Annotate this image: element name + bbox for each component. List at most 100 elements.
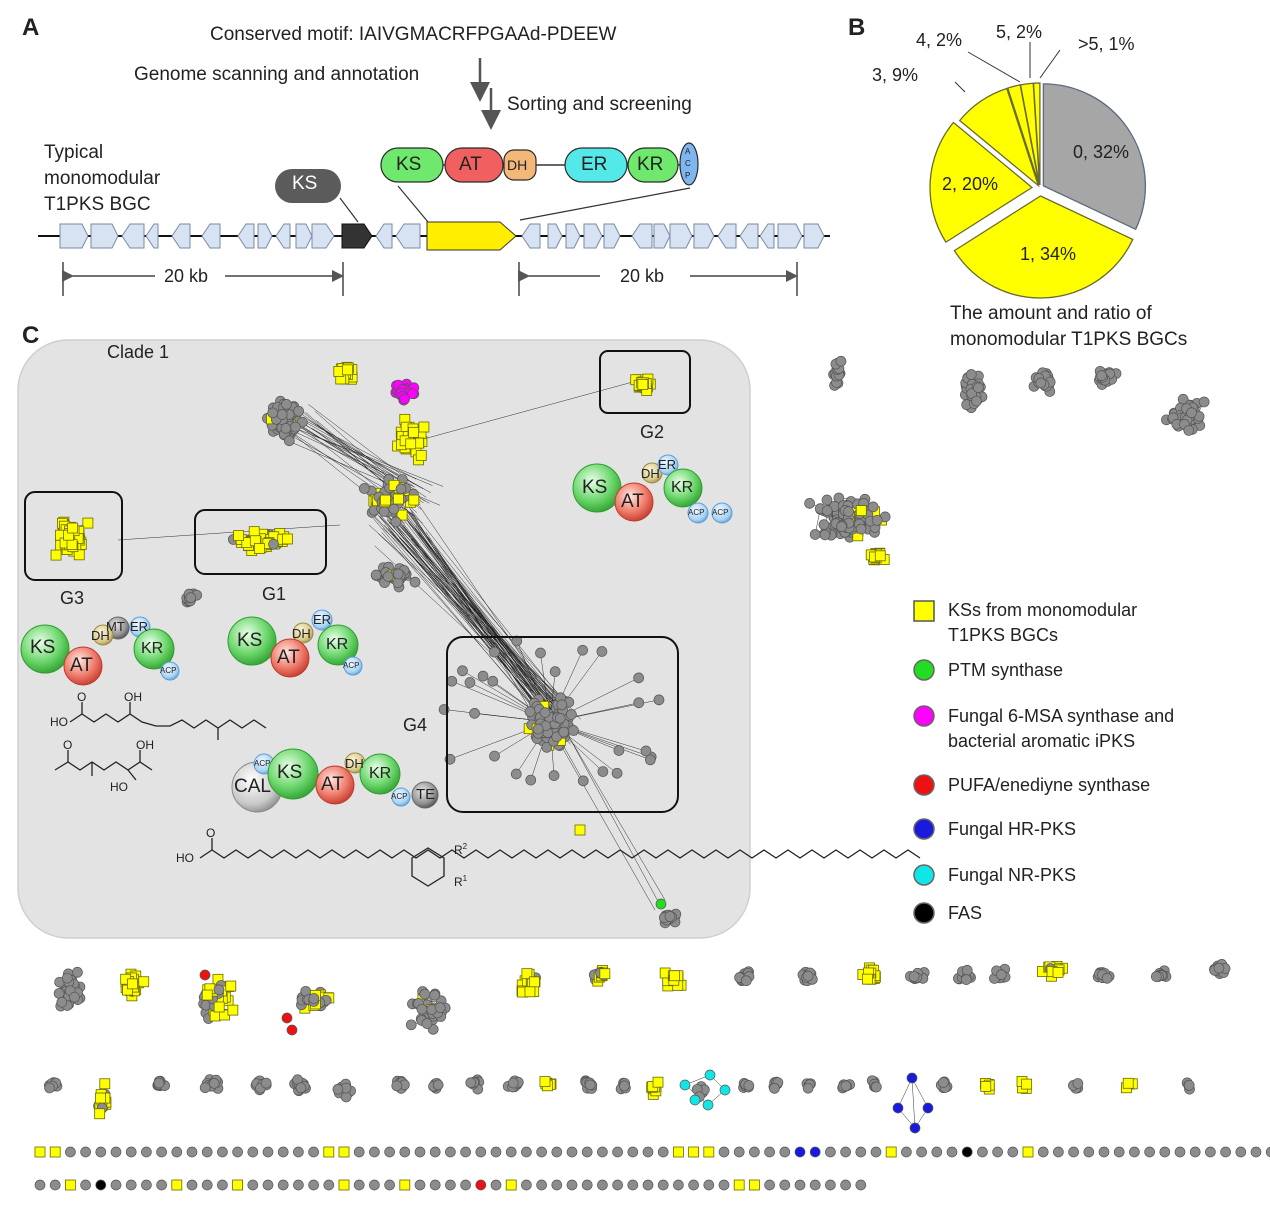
similarity-edge — [414, 527, 542, 704]
legend-ks-line1: KSs from monomodular — [948, 600, 1138, 620]
protein-node — [597, 1179, 608, 1191]
protein-node — [971, 395, 982, 407]
protein-node — [469, 708, 480, 719]
protein-node — [892, 1102, 904, 1114]
ks-node — [1122, 1077, 1134, 1089]
protein-node — [536, 1179, 547, 1191]
protein-node — [961, 964, 973, 976]
protein-node — [1037, 1146, 1049, 1158]
group-label-g4: G4 — [403, 715, 428, 735]
protein-node — [186, 1179, 198, 1191]
domain-at-label: AT — [459, 154, 482, 175]
g4-ks-label: KS — [277, 762, 303, 783]
ks-node — [342, 364, 353, 376]
protein-node — [199, 969, 211, 981]
protein-node — [199, 1082, 211, 1094]
protein-node — [429, 989, 440, 1001]
protein-node — [655, 898, 667, 910]
protein-node — [871, 514, 883, 526]
g2-ks-label: KS — [582, 477, 608, 498]
similarity-edge — [294, 414, 417, 480]
ks-node — [528, 976, 540, 988]
ks-node — [67, 522, 79, 534]
ks-node — [338, 1146, 350, 1158]
protein-node — [286, 1024, 298, 1036]
panel-label-c: C — [22, 322, 40, 349]
ks-node — [405, 438, 417, 450]
protein-node — [909, 1122, 921, 1134]
similarity-edge — [403, 500, 574, 714]
protein-node — [125, 1146, 137, 1158]
bgc-label-line3: T1PKS BGC — [44, 194, 151, 215]
protein-node — [743, 1080, 755, 1091]
chem3-o: O — [206, 826, 216, 840]
protein-node — [702, 1099, 714, 1111]
protein-node — [644, 754, 656, 766]
protein-node — [208, 1078, 220, 1089]
protein-node — [464, 677, 476, 688]
protein-node — [619, 1080, 630, 1092]
legend-pufa: PUFA/enediyne synthase — [948, 775, 1151, 795]
g3-kr-label: KR — [141, 640, 164, 657]
protein-node — [323, 1179, 335, 1191]
similarity-edge — [371, 514, 555, 724]
ks-node — [49, 1146, 61, 1158]
ks-node — [248, 526, 260, 538]
protein-node — [664, 911, 676, 922]
protein-node — [794, 1179, 806, 1191]
protein-node — [855, 1146, 867, 1158]
ks-node — [688, 1146, 699, 1158]
protein-node — [977, 1146, 988, 1158]
protein-node — [1035, 377, 1047, 389]
protein-node — [69, 991, 80, 1003]
domain-ks-label: KS — [396, 154, 422, 175]
protein-node — [405, 1019, 417, 1031]
protein-node — [906, 1072, 918, 1084]
protein-node — [843, 506, 854, 517]
group-label-g1: G1 — [262, 584, 287, 604]
legend-marker-2 — [913, 705, 935, 727]
ks-node — [82, 517, 94, 529]
pie-slice-0 — [1042, 83, 1146, 231]
protein-node — [378, 506, 390, 517]
panel-label-a: A — [22, 14, 40, 41]
ks-node — [539, 1076, 551, 1087]
protein-node — [836, 521, 847, 533]
protein-node — [577, 775, 589, 787]
ks-node — [874, 550, 886, 562]
similarity-edge — [402, 504, 559, 724]
similarity-edge — [911, 1077, 916, 1129]
g2-acp1-label: ACP — [688, 508, 705, 517]
protein-node — [581, 1146, 593, 1158]
ks-node — [138, 976, 150, 988]
protein-node — [539, 707, 551, 718]
protein-node — [110, 1179, 122, 1191]
ks-node — [65, 1179, 76, 1191]
ks-node — [50, 549, 62, 561]
g4-acp2-label: ACP — [391, 792, 408, 801]
ks-node — [393, 493, 404, 505]
protein-node — [446, 675, 458, 687]
protein-node — [369, 1146, 380, 1158]
protein-node — [525, 774, 537, 786]
ks-node — [733, 1179, 745, 1191]
protein-node — [125, 1179, 137, 1191]
protein-node — [703, 1179, 715, 1191]
protein-node — [556, 699, 568, 711]
protein-node — [809, 1179, 821, 1191]
protein-node — [308, 1146, 319, 1158]
ks-node — [1021, 1078, 1033, 1090]
protein-node — [1098, 1146, 1110, 1158]
domain-kr — [627, 147, 679, 183]
pie-label-2: 2, 20% — [942, 174, 999, 194]
legend-marker-1 — [913, 659, 935, 681]
g3-ks-label: KS — [30, 637, 56, 658]
ks-tag — [275, 169, 341, 203]
ks-node — [524, 986, 536, 998]
chem3-r2-sup: 2 — [462, 842, 468, 851]
similarity-edge — [415, 524, 538, 714]
protein-node — [804, 498, 815, 509]
protein-node — [584, 1079, 596, 1091]
ks-node — [703, 1146, 715, 1158]
protein-node — [821, 494, 833, 506]
